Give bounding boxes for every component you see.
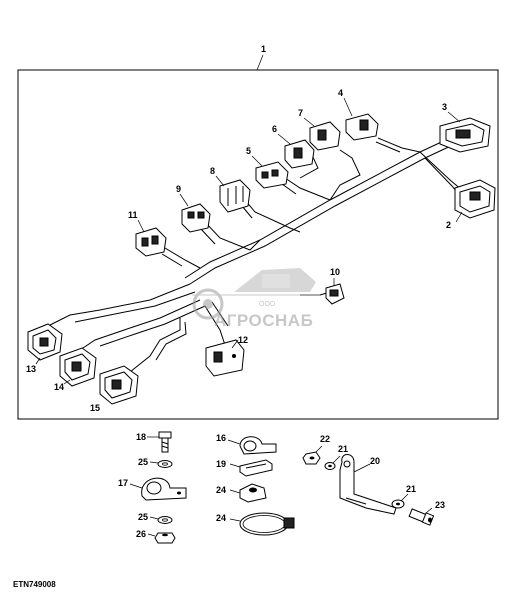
callout-13: 13 [26,364,36,374]
harness-frame [17,69,499,420]
figure-code: ETN749008 [13,580,56,589]
connector-2 [454,179,496,219]
nut-22 [302,451,321,465]
callout-17: 17 [118,478,128,488]
callout-25-upper: 25 [138,457,148,467]
callout-3: 3 [442,102,447,112]
callout-19: 19 [216,459,226,469]
washer-25-lower [157,516,173,524]
bolt-23 [408,508,435,526]
callout-2: 2 [446,220,451,230]
connector-12 [205,339,245,377]
callout-5: 5 [246,146,251,156]
callout-10: 10 [330,267,340,277]
callout-25-lower: 25 [138,512,148,522]
connector-13 [27,323,63,361]
connector-9 [181,203,211,233]
connector-4 [345,113,379,141]
callout-14: 14 [54,382,64,392]
callout-6: 6 [272,124,277,134]
washer-21-lower [391,499,405,509]
callout-22: 22 [320,434,330,444]
callout-12: 12 [238,335,248,345]
connector-8 [219,179,251,213]
clip-16 [239,436,277,455]
callout-1: 1 [261,44,266,54]
washer-25-upper [157,460,173,468]
connector-10 [325,283,345,305]
washer-21-upper [324,462,336,470]
callout-15: 15 [90,403,100,413]
callout-4: 4 [338,88,343,98]
callout-21-lower: 21 [406,484,416,494]
connector-15 [99,365,139,405]
watermark-logo: ООО АГРОСНАБ [192,268,320,330]
watermark-small-text: ООО [259,301,276,308]
callout-24-upper: 24 [216,485,226,495]
connector-6 [284,139,315,169]
strap-19 [239,459,273,477]
callout-18: 18 [136,432,146,442]
connector-11 [135,227,167,257]
callout-11: 11 [128,210,138,220]
callout-8: 8 [210,166,215,176]
watermark-text: АГРОСНАБ [214,311,313,330]
callout-26: 26 [136,529,146,539]
bracket-20 [339,454,397,515]
callout-24-lower: 24 [216,513,226,523]
connector-7 [309,121,341,151]
nut-26 [154,532,176,544]
callout-16: 16 [216,433,226,443]
callout-9: 9 [176,184,181,194]
connector-3 [439,117,491,153]
bolt-18 [158,431,172,453]
connector-14 [59,347,97,387]
clamp-17 [141,477,187,501]
clip-24-upper [239,483,267,503]
band-clamp-24-lower [239,512,295,536]
connector-5 [255,161,289,189]
callout-23: 23 [435,500,445,510]
callout-7: 7 [298,108,303,118]
callout-21-upper: 21 [338,444,348,454]
callout-20: 20 [370,456,380,466]
